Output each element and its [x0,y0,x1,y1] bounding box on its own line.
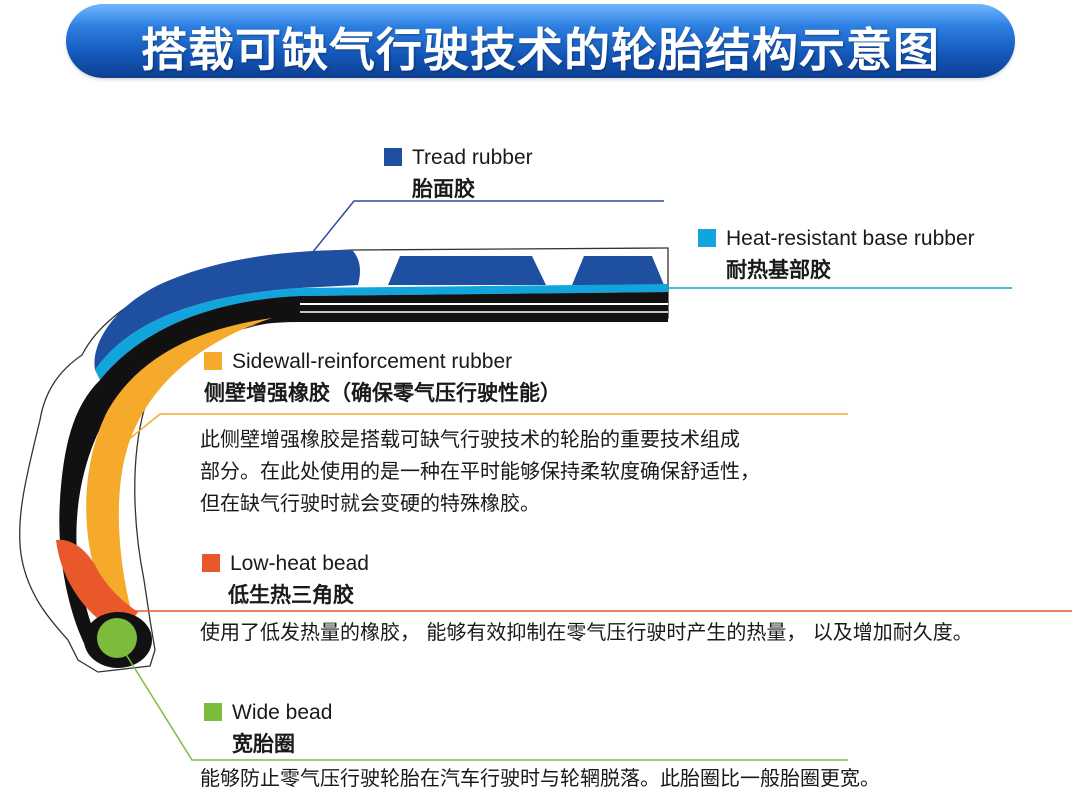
wide-bead-swatch [204,703,222,721]
sidewall-label-zh: 侧壁增强橡胶（确保零气压行驶性能） [204,381,561,405]
sidewall-swatch [204,352,222,370]
tread-swatch [384,148,402,166]
wide-bead-description: 能够防止零气压行驶轮胎在汽车行驶时与轮辋脱落。此胎圈比一般胎圈更宽。 [200,762,880,794]
sidewall-label-en: Sidewall-reinforcement rubber [232,350,513,373]
low-heat-bead-label: Low-heat bead 低生热三角胶 [202,552,369,609]
tread-block-1 [388,256,546,285]
wide-bead-label-zh: 宽胎圈 [232,732,295,756]
tread-label: Tread rubber 胎面胶 [384,146,533,203]
heat-resistant-label: Heat-resistant base rubber 耐热基部胶 [698,227,975,284]
wide-bead-label: Wide bead 宽胎圈 [204,701,332,758]
heat-resistant-swatch [698,229,716,247]
sidewall-desc-line-2: 部分。在此处使用的是一种在平时能够保持柔软度确保舒适性， [200,459,760,483]
sidewall-desc-line-1: 此侧壁增强橡胶是搭载可缺气行驶技术的轮胎的重要技术组成 [200,427,740,451]
heat-resistant-label-zh: 耐热基部胶 [726,258,831,282]
wide-bead-label-en: Wide bead [232,701,333,724]
low-heat-bead-shape [56,539,138,626]
heat-resistant-label-en: Heat-resistant base rubber [726,227,975,250]
low-heat-bead-desc-line-1: 使用了低发热量的橡胶， 能够有效抑制在零气压行驶时产生的热量， 以及增加耐久度。 [200,620,973,644]
page-title: 搭载可缺气行驶技术的轮胎结构示意图 [141,23,940,77]
tread-leader-line [307,200,664,259]
tread-block-2 [572,256,664,285]
sidewall-desc-line-3: 但在缺气行驶时就会变硬的特殊橡胶。 [200,491,540,515]
wide-bead-shape [97,618,137,658]
wide-bead-desc-line-1: 能够防止零气压行驶轮胎在汽车行驶时与轮辋脱落。此胎圈比一般胎圈更宽。 [200,766,880,790]
sidewall-reinforcement-shape [86,318,273,614]
sidewall-description: 此侧壁增强橡胶是搭载可缺气行驶技术的轮胎的重要技术组成 部分。在此处使用的是一种… [200,423,760,519]
title-banner: 搭载可缺气行驶技术的轮胎结构示意图 [66,4,1015,78]
tread-rubber-shape [94,250,361,370]
wide-bead-leader-line [121,647,848,761]
low-heat-bead-label-en: Low-heat bead [230,552,369,575]
tread-label-en: Tread rubber [412,146,533,169]
tread-label-zh: 胎面胶 [412,177,475,201]
low-heat-bead-description: 使用了低发热量的橡胶， 能够有效抑制在零气压行驶时产生的热量， 以及增加耐久度。 [200,616,973,648]
sidewall-leader-line [95,413,848,467]
low-heat-bead-label-zh: 低生热三角胶 [228,583,354,607]
sidewall-label: Sidewall-reinforcement rubber 侧壁增强橡胶（确保零… [204,350,561,407]
low-heat-bead-swatch [202,554,220,572]
